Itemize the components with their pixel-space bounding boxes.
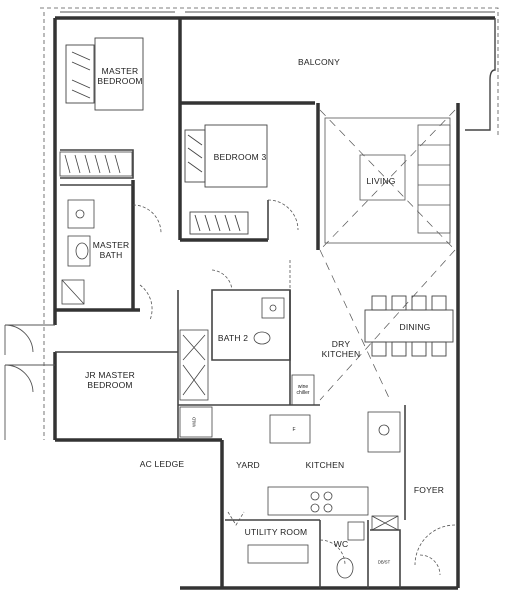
master-bath-line2: BATH — [99, 250, 123, 260]
wall-bath2 — [211, 289, 291, 361]
jr-master-line1: JR MASTER — [85, 369, 135, 380]
left-door-outside — [4, 324, 55, 440]
master-wardrobe — [59, 151, 133, 177]
fixture-label-wine-chiller: wine chiller — [296, 384, 309, 396]
room-label-foyer: FOYER — [413, 484, 445, 495]
room-label-living: LIVING — [366, 175, 396, 186]
door-swings — [132, 199, 456, 576]
fixture-label-fridge: F — [292, 427, 296, 433]
dining-table — [364, 295, 454, 357]
room-label-master-bath: MASTER BATH — [93, 240, 130, 260]
dry-kitchen-line1: DRY — [331, 338, 351, 349]
master-bedroom-line2: BEDROOM — [97, 76, 143, 86]
room-label-dining: DINING — [399, 321, 431, 332]
fixture-label-washer-dryer: W&D — [191, 417, 197, 427]
bath2-fixtures — [179, 297, 285, 401]
yard-fixtures — [179, 406, 213, 438]
balcony-railing — [465, 18, 496, 131]
living-furniture — [319, 109, 456, 401]
wall-mbed-closet — [60, 149, 134, 179]
room-label-utility-room: UTILITY ROOM — [244, 526, 308, 537]
master-bed — [65, 37, 144, 111]
room-label-bedroom3: BEDROOM 3 — [213, 151, 267, 162]
room-label-wc: WC — [333, 538, 349, 549]
dry-kitchen-line2: KITCHEN — [321, 349, 361, 359]
left-door-arc-1 — [4, 324, 34, 353]
jr-master-line2: BEDROOM — [87, 380, 133, 390]
room-label-ac-ledge: AC LEDGE — [139, 458, 185, 469]
room-label-bath2: BATH 2 — [217, 332, 249, 343]
kitchen-fixtures — [267, 374, 401, 516]
room-label-yard: YARD — [236, 459, 260, 470]
room-label-master-bedroom: MASTER BEDROOM — [97, 66, 142, 86]
bedroom3-bed — [184, 124, 268, 235]
wc-fixtures — [247, 515, 399, 579]
master-bath-fixtures — [61, 199, 95, 305]
room-label-kitchen: KITCHEN — [305, 459, 345, 470]
room-label-dry-kitchen: DRY KITCHEN — [322, 339, 361, 359]
room-label-jr-master-bedroom: JR MASTER BEDROOM — [85, 370, 135, 390]
wine-chiller-line2: chiller — [296, 390, 310, 396]
room-label-balcony: BALCONY — [297, 56, 341, 67]
left-door-arc-2 — [4, 364, 34, 393]
master-bath-line1: MASTER — [92, 239, 130, 250]
boundary-dashed — [40, 7, 499, 440]
master-bedroom-line1: MASTER — [101, 65, 139, 76]
wine-chiller-line1: wine — [297, 384, 309, 390]
fixture-label-db-st: DB/ST — [377, 559, 391, 565]
